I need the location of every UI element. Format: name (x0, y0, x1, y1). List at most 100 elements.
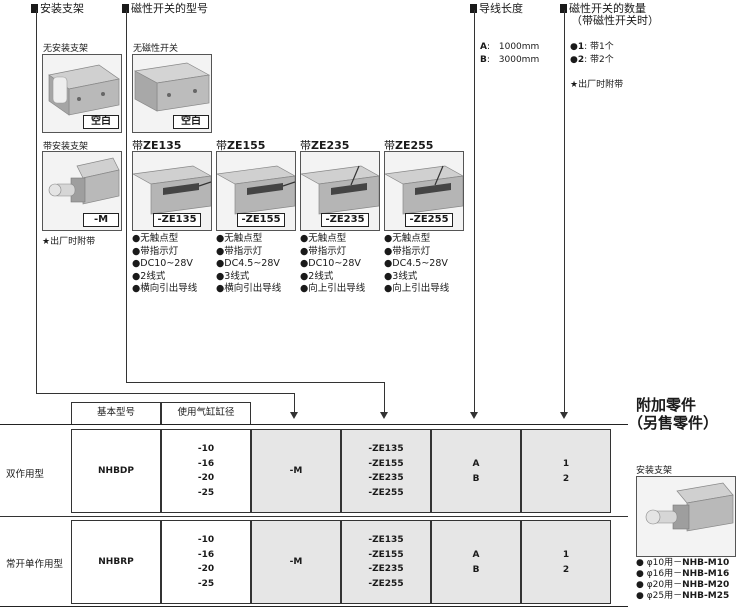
feature-item: ●无触点型 (132, 233, 179, 244)
switch-tag: -ZE235 (321, 213, 369, 227)
switch-cell: -ZE135-ZE155-ZE235-ZE255 (341, 520, 431, 604)
feature-item: ●带指示灯 (384, 245, 431, 257)
connector-line (384, 382, 385, 412)
accessory-subtitle: （另售零件） (628, 414, 719, 432)
mount-option-caption: 带安装支架 (43, 142, 89, 152)
switch-heading: 带ZE235 (300, 139, 350, 152)
bore-list: -10-16-20-25 (197, 444, 215, 498)
lead-option: A: 1000mm (480, 42, 540, 52)
feature-item: ●DC4.5~28V (216, 258, 280, 269)
header-lead-length: 导线长度 (470, 0, 523, 16)
feature-item: ●带指示灯 (300, 245, 347, 257)
switch-features: ●无触点型 ●带指示灯 ●DC4.5~28V ●3线式 ●横向引出导线 (216, 233, 281, 296)
mount-cell: -M (251, 520, 341, 604)
table-rule (0, 606, 628, 607)
header-switch-qty: 磁性开关的数量 (560, 0, 646, 16)
switch-heading: 带ZE135 (132, 139, 182, 152)
accessory-item: ● φ25用－NHB-M25 (636, 591, 730, 601)
feature-item: ●2线式 (300, 270, 334, 282)
header-mount: 安装支架 (31, 0, 84, 16)
accessory-item: ● φ20用－NHB-M20 (636, 580, 730, 590)
feature-item: ●无触点型 (384, 233, 431, 244)
mount-code: -M (289, 466, 303, 476)
connector-line (36, 10, 37, 393)
row-label: 常开单作用型 (6, 559, 64, 570)
bore-list: -10-16-20-25 (197, 535, 215, 589)
switch-features: ●无触点型 ●带指示灯 ●DC4.5~28V ●3线式 ●向上引出导线 (384, 233, 449, 296)
switch-features: ●无触点型 ●带指示灯 ●DC10~28V ●2线式 ●向上引出导线 (300, 233, 365, 296)
accessory-title: 附加零件 (636, 396, 697, 414)
connector-line (474, 10, 475, 412)
basic-model-cell: NHBDP (71, 429, 161, 513)
switch-photo: -ZE135 (132, 151, 212, 231)
table-rule (0, 424, 628, 425)
qty-options: ●1: 带1个 ●2: 带2个 (570, 41, 614, 67)
row-label: 双作用型 (6, 469, 45, 480)
qty-option: ●2: 带2个 (570, 55, 614, 65)
feature-item: ●3线式 (384, 270, 418, 282)
connector-line (564, 10, 565, 412)
qty-note: ★出厂时附带 (570, 80, 624, 90)
feature-item: ●2线式 (132, 270, 166, 282)
switch-photo: -ZE155 (216, 151, 296, 231)
switch-photo: -ZE235 (300, 151, 380, 231)
feature-item: ●DC4.5~28V (384, 258, 448, 269)
accessory-item: ● φ10用－NHB-M10 (636, 558, 730, 568)
bore-cell: -10-16-20-25 (161, 429, 251, 513)
switch-tag: -ZE255 (405, 213, 453, 227)
switch-heading: 带ZE255 (384, 139, 434, 152)
switch-features: ●无触点型 ●带指示灯 ●DC10~28V ●2线式 ●横向引出导线 (132, 233, 197, 296)
switch-photo: -ZE255 (384, 151, 464, 231)
switch-cell: -ZE135-ZE155-ZE235-ZE255 (341, 429, 431, 513)
arrow-down-icon (470, 412, 478, 419)
feature-item: ●向上引出导线 (384, 283, 450, 294)
mount-note: ★出厂时附带 (42, 237, 96, 247)
accessory-item: ● φ16用－NHB-M16 (636, 569, 730, 579)
feature-item: ●带指示灯 (132, 245, 179, 257)
mount-cell: -M (251, 429, 341, 513)
feature-item: ●横向引出导线 (132, 283, 198, 294)
mount-code: -M (289, 557, 303, 567)
column-header-bore: 使用气缸缸径 (161, 402, 251, 425)
cylinder-photo: -M (42, 151, 122, 231)
feature-item: ●无触点型 (300, 233, 347, 244)
arrow-down-icon (560, 412, 568, 419)
lead-options: A: 1000mm B: 3000mm (480, 41, 539, 67)
feature-item: ●DC10~28V (300, 258, 361, 269)
switch-tag: -ZE135 (153, 213, 201, 227)
feature-item: ●3线式 (216, 270, 250, 282)
mount-option-tag: 空白 (83, 115, 119, 129)
accessory-list: ● φ10用－NHB-M10 ● φ16用－NHB-M16 ● φ20用－NHB… (636, 558, 729, 602)
cylinder-photo: 空白 (42, 54, 122, 133)
column-header-basic-model: 基本型号 (71, 402, 161, 425)
header-switch-qty-sub: （带磁性开关时） (571, 14, 659, 27)
bore-cell: -10-16-20-25 (161, 520, 251, 604)
connector-line (126, 10, 127, 382)
basic-model: NHBDP (98, 466, 134, 476)
arrow-down-icon (380, 412, 388, 419)
feature-item: ●带指示灯 (216, 245, 263, 257)
connector-line (36, 393, 294, 394)
no-switch-tag: 空白 (173, 115, 209, 129)
arrow-down-icon (290, 412, 298, 419)
switch-list: -ZE135-ZE155-ZE235-ZE255 (368, 444, 404, 498)
feature-item: ●DC10~28V (132, 258, 193, 269)
basic-model-cell: NHBRP (71, 520, 161, 604)
accessory-caption: 安装支架 (636, 466, 673, 476)
switch-heading: 带ZE155 (216, 139, 266, 152)
mount-bracket-photo (636, 476, 736, 557)
feature-item: ●向上引出导线 (300, 283, 366, 294)
no-switch-caption: 无磁性开关 (133, 44, 179, 54)
switch-tag: -ZE155 (237, 213, 285, 227)
mount-option-tag: -M (83, 213, 119, 227)
feature-item: ●无触点型 (216, 233, 263, 244)
qty-option: ●1: 带1个 (570, 42, 614, 52)
switch-list: -ZE135-ZE155-ZE235-ZE255 (368, 535, 404, 589)
